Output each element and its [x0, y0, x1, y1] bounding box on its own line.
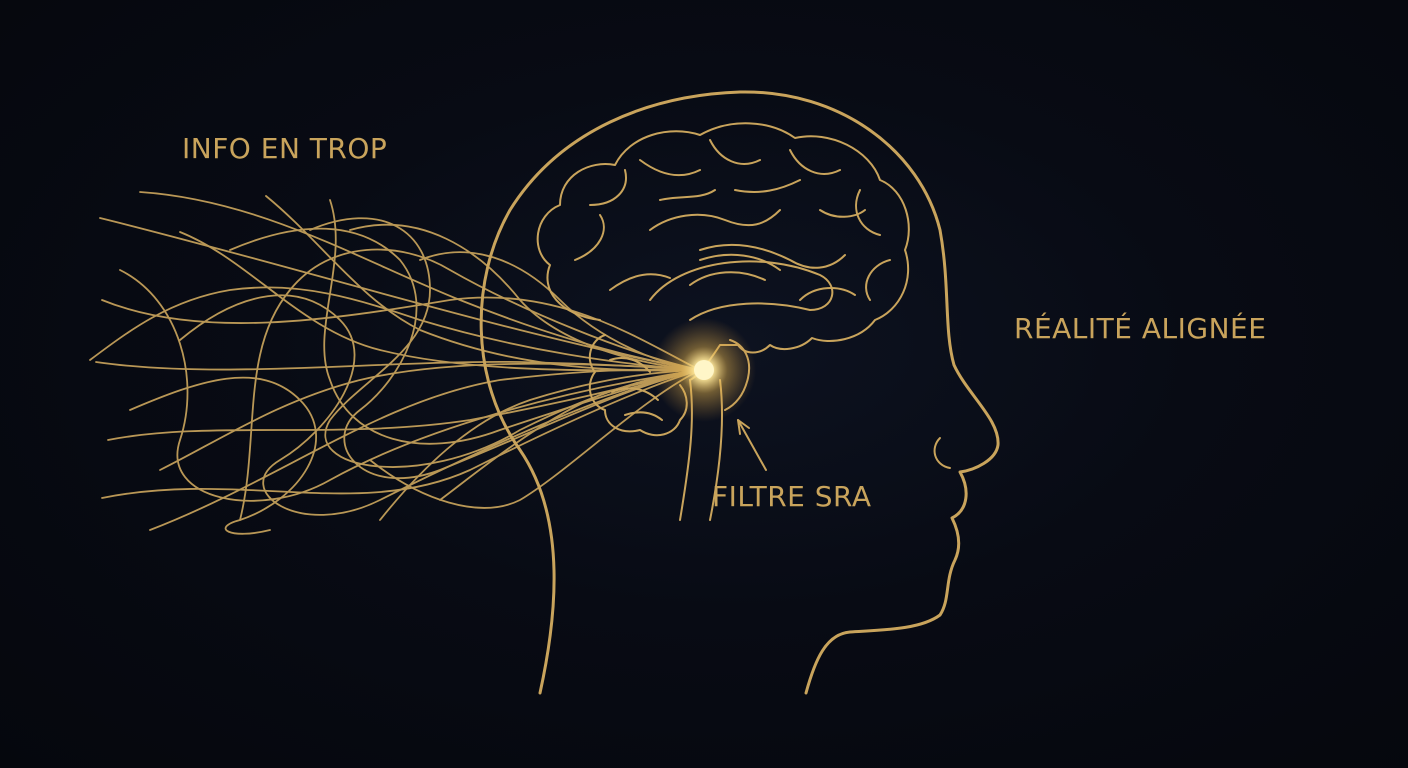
chaos-line	[101, 369, 701, 499]
chaos-line	[179, 294, 701, 516]
nose-detail	[933, 437, 951, 469]
chaos-line	[149, 368, 701, 531]
chaos-line	[239, 248, 701, 521]
cerebellum	[588, 334, 688, 437]
brain-corpus	[649, 260, 834, 321]
chaos-line	[379, 369, 701, 521]
brain-gyrus	[574, 139, 891, 301]
chaos-line	[99, 217, 701, 371]
glowing-filter-point-icon	[694, 360, 714, 380]
cerebellum-fold	[609, 357, 663, 421]
info-overload-label: INFO EN TROP	[182, 132, 388, 165]
chaos-line	[179, 231, 701, 372]
chaos-line	[369, 369, 701, 509]
chaos-line	[159, 362, 701, 471]
ras-filter-label: FILTRE SRA	[712, 480, 872, 513]
chaotic-lines	[89, 191, 701, 535]
head-outline	[479, 90, 1000, 695]
chaos-line	[323, 199, 701, 445]
brain-inner-arc	[699, 253, 781, 271]
chaos-line	[89, 286, 701, 371]
brain-icon	[536, 122, 910, 521]
head-profile-icon	[479, 90, 1000, 695]
pointer-arrow-icon	[737, 419, 767, 471]
chaos-line	[101, 296, 701, 371]
chaos-line	[129, 376, 317, 535]
chaos-line	[349, 223, 701, 371]
chaos-line	[139, 191, 701, 371]
brain-outer	[536, 122, 910, 381]
chaos-line	[119, 269, 701, 502]
chaos-line	[107, 369, 701, 441]
aligned-reality-label: RÉALITÉ ALIGNÉE	[1014, 312, 1267, 345]
